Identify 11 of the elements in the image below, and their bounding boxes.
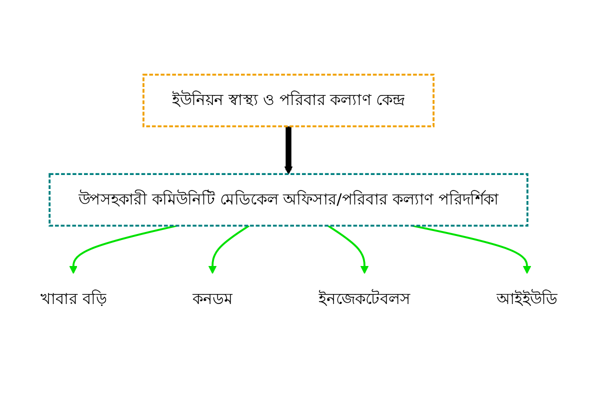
node-text: খাবার বড়ি [40, 290, 106, 308]
arrow [69, 224, 178, 274]
node-text: ইনজেকটেবলস [318, 290, 410, 308]
node-text: আইইউডি [496, 290, 558, 308]
node-text: কনডম [192, 290, 233, 308]
arrow [284, 126, 293, 175]
node-box: ইউনিয়ন স্বাস্থ্য ও পরিবার কল্যাণ কেন্দ্র [142, 74, 435, 128]
arrow [412, 224, 532, 274]
arrow [208, 225, 250, 274]
node-box: উপসহকারী কমিউনিটি মেডিকেল অফিসার/পরিবার কল্যাণ পরিদর্শিকা [48, 173, 528, 227]
arrow [327, 225, 369, 274]
